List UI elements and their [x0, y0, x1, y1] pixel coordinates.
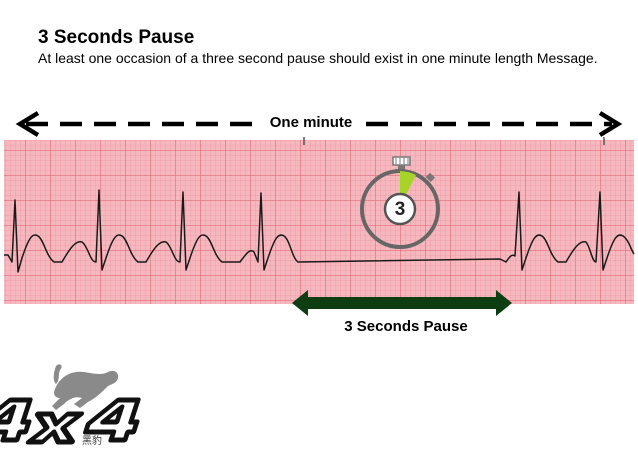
panther-icon — [52, 364, 119, 410]
one-minute-label: One minute — [259, 114, 363, 131]
ecg-grid — [4, 140, 634, 304]
stopwatch-value: 3 — [394, 199, 406, 220]
stopwatch-center — [383, 192, 417, 226]
pause-label: 3 Seconds Pause — [344, 318, 468, 335]
ecg-trace — [4, 189, 635, 273]
logo-4x4-mark — [0, 397, 141, 445]
page-title: 3 Seconds Pause — [38, 27, 195, 48]
logo-caption: 黑豹 — [82, 436, 102, 447]
pause-double-arrow-icon — [292, 290, 512, 316]
stopwatch-progress-wedge — [400, 171, 416, 195]
page-subtitle: At least one occasion of a three second … — [38, 50, 598, 66]
arrow-left-icon — [15, 111, 40, 137]
arrow-right-icon — [598, 111, 623, 137]
